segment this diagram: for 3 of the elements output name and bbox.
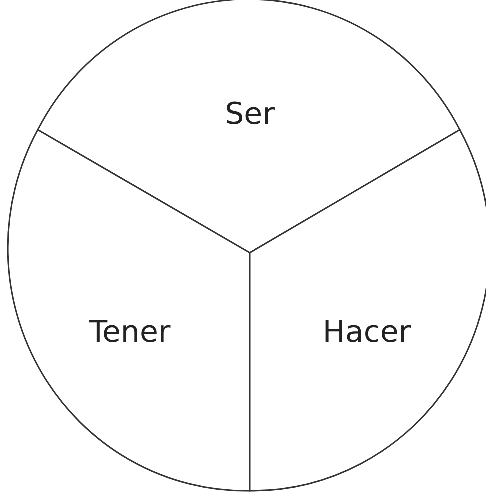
segment-label: Hacer	[322, 318, 412, 348]
segment-label: Tener	[89, 318, 171, 348]
segment-label: Ser	[225, 100, 275, 130]
